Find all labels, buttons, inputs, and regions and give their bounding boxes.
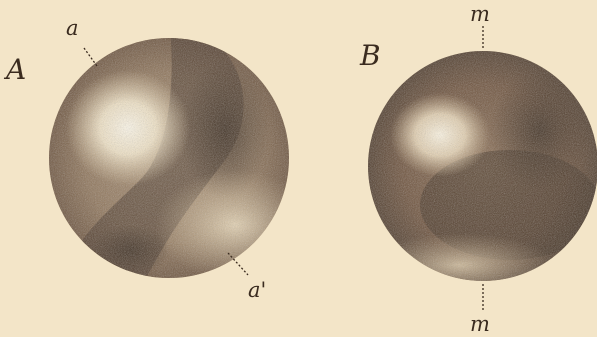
annotation-a-top: a bbox=[66, 18, 79, 39]
axis-line-a-top bbox=[84, 48, 97, 66]
axis-line-a-bottom bbox=[228, 253, 248, 275]
annotation-a-bottom: a' bbox=[248, 280, 266, 301]
annotation-m-bottom: m bbox=[470, 314, 490, 335]
sphere-b bbox=[365, 26, 597, 310]
annotation-m-top: m bbox=[470, 4, 490, 25]
figure-a-label: A bbox=[6, 56, 26, 84]
sphere-a bbox=[49, 30, 315, 290]
figure-b-label: B bbox=[360, 42, 381, 70]
